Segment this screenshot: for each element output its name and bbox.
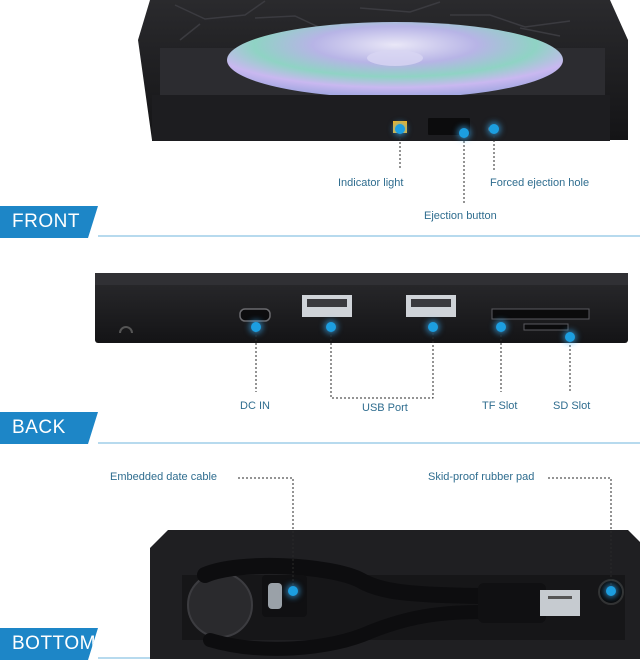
sd-slot-label: SD Slot bbox=[553, 400, 591, 412]
tf-slot-shape bbox=[491, 308, 590, 320]
usb-port-label: USB Port bbox=[362, 402, 408, 414]
forced-ejection-dot bbox=[489, 124, 499, 134]
tf-slot-dot bbox=[496, 322, 506, 332]
back-drive bbox=[95, 273, 628, 343]
bottom-drive bbox=[150, 530, 640, 659]
dc-in-label: DC IN bbox=[240, 400, 270, 412]
indicator-light-dot bbox=[395, 124, 405, 134]
dc-in-port bbox=[239, 308, 271, 322]
rubber-pad-dot bbox=[606, 586, 616, 596]
indicator-light-label: Indicator light bbox=[338, 177, 404, 189]
front-drive bbox=[138, 0, 628, 141]
section-title-bottom: BOTTOM bbox=[0, 628, 98, 660]
usb-a-connector bbox=[540, 590, 580, 616]
section-title-back: BACK bbox=[0, 412, 98, 444]
sd-slot-shape bbox=[523, 323, 569, 331]
section-title-front: FRONT bbox=[0, 206, 98, 238]
cable-dot bbox=[288, 586, 298, 596]
cable-label: Embedded date cable bbox=[110, 471, 218, 483]
ejection-button-dot bbox=[459, 128, 469, 138]
usb-c-connector bbox=[268, 583, 282, 609]
dc-in-dot bbox=[251, 322, 261, 332]
forced-ejection-label: Forced ejection hole bbox=[490, 177, 590, 189]
rubber-pad-label: Skid-proof rubber pad bbox=[428, 471, 535, 483]
usb-port-dot-1 bbox=[326, 322, 336, 332]
tf-slot-label: TF Slot bbox=[482, 400, 518, 412]
sd-slot-dot bbox=[565, 332, 575, 342]
ejection-button-label: Ejection button bbox=[424, 210, 497, 222]
usb-port-dot-2 bbox=[428, 322, 438, 332]
